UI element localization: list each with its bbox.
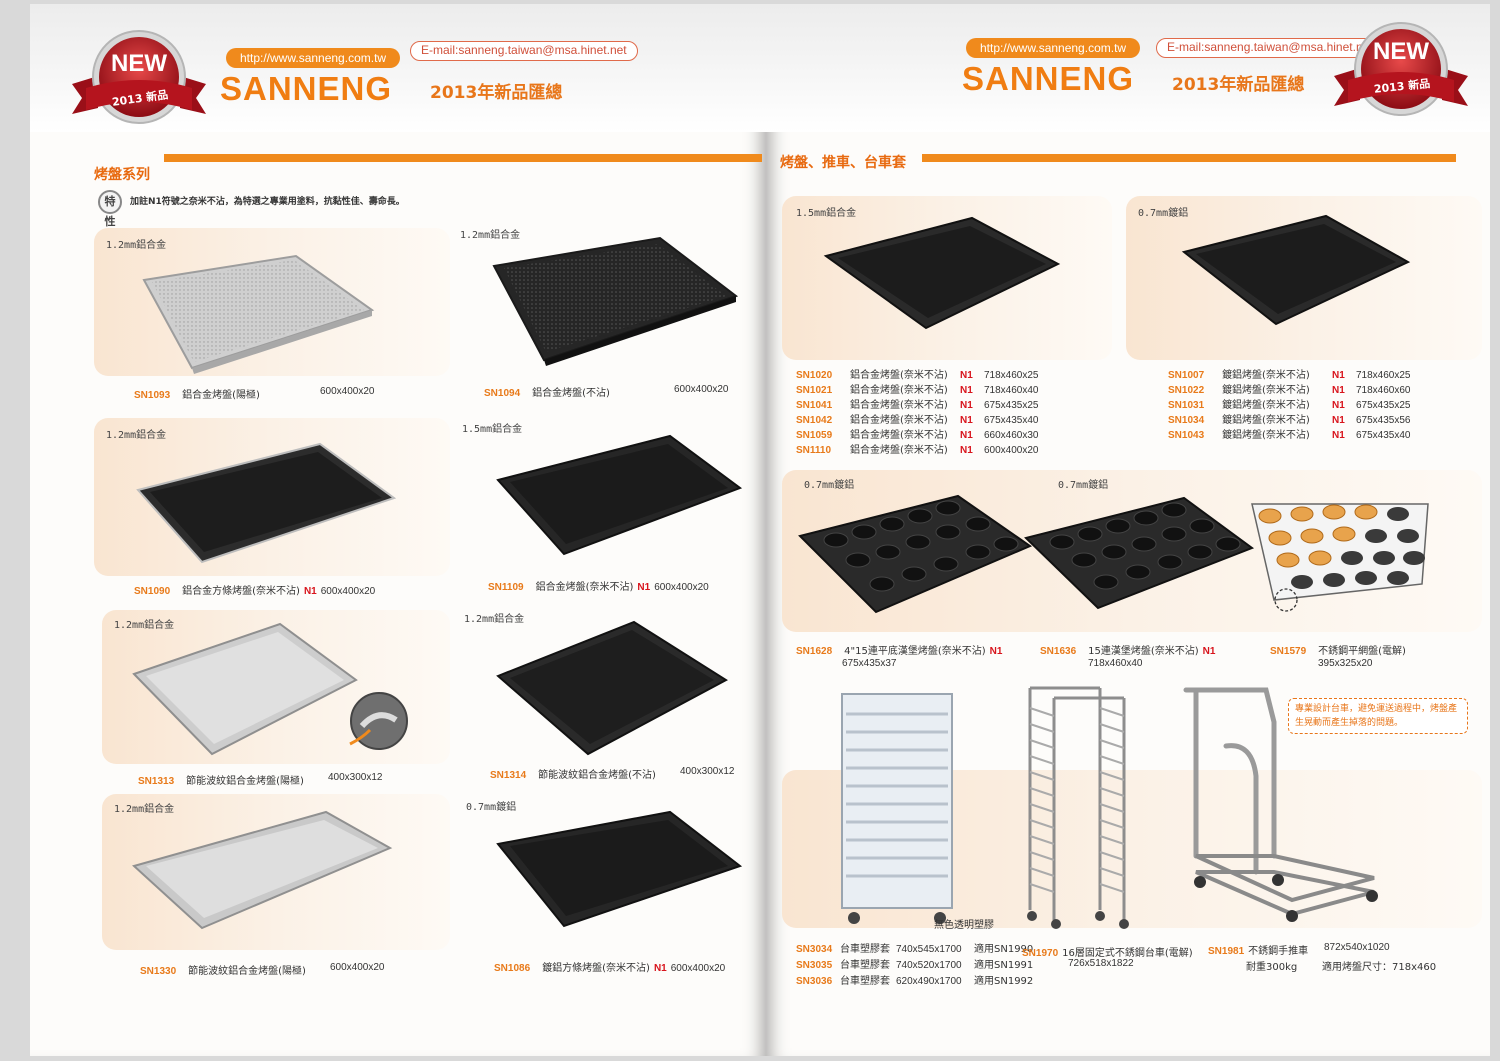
material-label: 1.5mm鋁合金 — [462, 424, 523, 435]
nonstick-tray-image — [496, 434, 743, 556]
website-url[interactable]: http://www.sanneng.com.tw — [226, 48, 401, 68]
section-title: 烤盤、推車、台車套 — [780, 155, 906, 171]
email-address[interactable]: E-mail:sanneng.taiwan@msa.hinet.net — [1156, 38, 1384, 58]
nonstick-tray-image — [496, 810, 743, 928]
material-label: 1.5mm鋁合金 — [796, 208, 857, 219]
wave-tray-image — [131, 810, 393, 930]
feature-note: 加註N1符號之奈米不沾，為特選之專業用塗料，抗黏性佳、壽命長。 — [130, 197, 405, 207]
nonstick-tray-image — [136, 442, 397, 564]
perforated-nonstick-tray-image — [492, 236, 739, 366]
material-label: 1.2mm鋁合金 — [106, 240, 167, 251]
material-label: 0.7mm鍍鋁 — [804, 480, 855, 491]
brand-logo: SANNENG — [962, 60, 1135, 97]
material-label: 0.7mm鍍鋁 — [466, 802, 517, 813]
hand-trolley-image — [1183, 687, 1378, 922]
zoom-detail-icon — [349, 692, 408, 750]
cover-material-label: 無色透明塑膠 — [934, 920, 994, 931]
material-label: 0.7mm鍍鋁 — [1058, 480, 1109, 491]
nonstick-tray-image — [823, 216, 1061, 330]
catalog-subtitle: 2013年新品匯總 — [430, 83, 563, 103]
website-url[interactable]: http://www.sanneng.com.tw — [966, 38, 1141, 58]
size-sn1636: 718x460x40 — [1088, 658, 1143, 669]
material-label: 1.2mm鋁合金 — [464, 614, 525, 625]
stainless-rack-image — [1027, 686, 1129, 929]
brand-logo: SANNENG — [220, 70, 393, 107]
material-label: 1.2mm鋁合金 — [114, 620, 175, 631]
wave-nonstick-tray-image — [496, 620, 728, 756]
wave-tray-image — [132, 622, 358, 756]
trolley-load: 耐重300kg — [1246, 962, 1298, 973]
section-bar — [164, 154, 762, 162]
email-address[interactable]: E-mail:sanneng.taiwan@msa.hinet.net — [410, 41, 638, 61]
material-label: 1.2mm鋁合金 — [114, 804, 175, 815]
material-label: 0.7mm鍍鋁 — [1138, 208, 1189, 219]
burger-mold-flat-image — [798, 494, 1033, 614]
size-sn1579: 395x325x20 — [1318, 658, 1373, 669]
size-sn1970: 726x518x1822 — [1068, 958, 1134, 969]
section-title: 烤盤系列 — [94, 167, 150, 183]
trolley-fit: 適用烤盤尺寸：718x460 — [1322, 962, 1437, 973]
burger-mold-image — [1024, 496, 1255, 610]
cart-design-note: 專業設計台車，避免運送過程中，烤盤產生晃動而產生掉落的問題。 — [1288, 698, 1468, 734]
cart-cover-image — [841, 693, 953, 924]
catalog-subtitle: 2013年新品匯總 — [1172, 75, 1305, 95]
left-page: NEW 2013 新品 http://www.sanneng.com.tw E-… — [30, 4, 766, 1056]
badge-new-text: NEW — [111, 50, 167, 77]
material-label: 1.2mm鋁合金 — [106, 430, 167, 441]
perforated-tray-image — [142, 254, 375, 374]
size-sn1628: 675x435x37 — [842, 658, 897, 669]
right-page: http://www.sanneng.com.tw E-mail:sanneng… — [766, 4, 1490, 1056]
material-label: 1.2mm鋁合金 — [460, 230, 521, 241]
wire-rack-image — [1251, 503, 1429, 612]
nonstick-tray-image — [1181, 214, 1411, 326]
feature-magnifier-icon: 特性 — [98, 190, 122, 228]
badge-new-text: NEW — [1373, 38, 1429, 65]
section-bar — [922, 154, 1456, 162]
new-badge-icon — [1334, 22, 1468, 116]
new-badge-icon — [72, 30, 206, 124]
